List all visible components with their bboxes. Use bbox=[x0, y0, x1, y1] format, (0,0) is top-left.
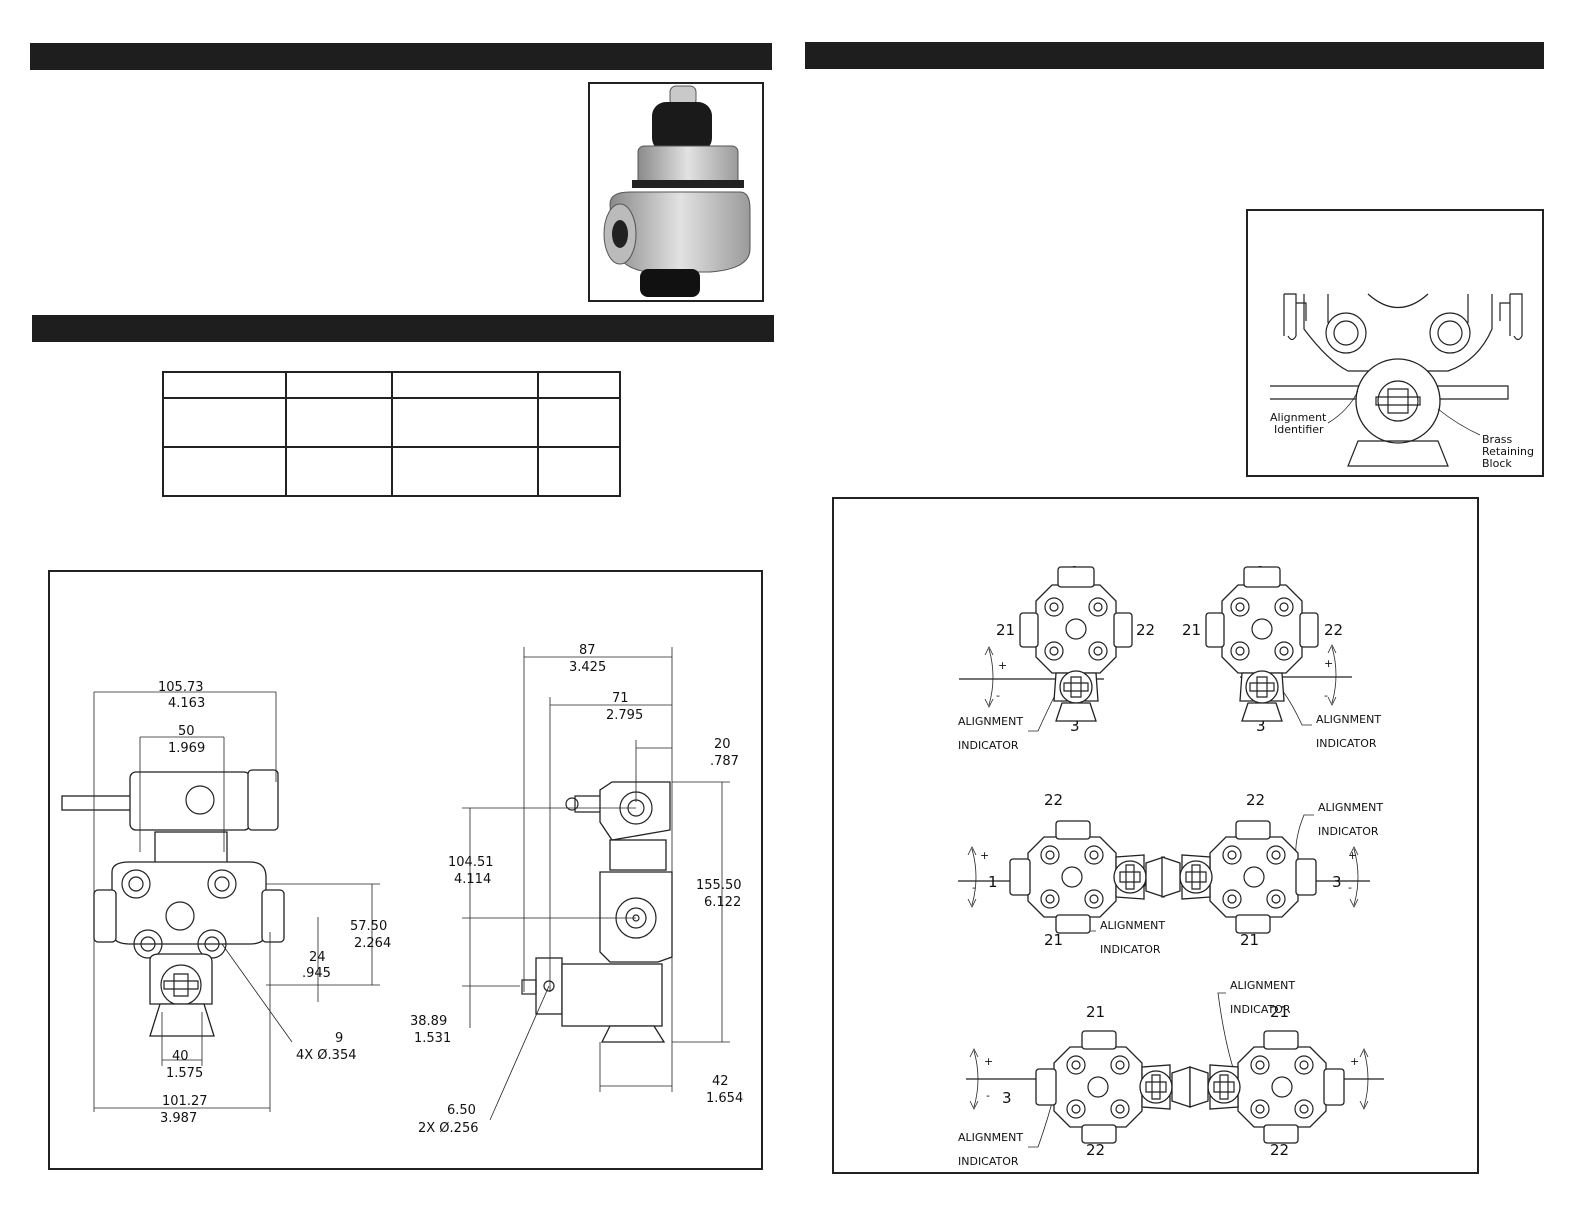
inset-label-retaining: Retaining bbox=[1482, 445, 1534, 458]
dim-50: 50 bbox=[178, 724, 195, 739]
dim-1-531: 1.531 bbox=[414, 1031, 451, 1046]
orientation-indicator-label-4b: INDICATOR bbox=[1318, 825, 1379, 838]
dim-1-575: 1.575 bbox=[166, 1066, 203, 1081]
inset-label-alignment: Alignment bbox=[1270, 411, 1327, 424]
orientation-port-1-22: 22 bbox=[1136, 621, 1155, 639]
dim-42: 42 bbox=[712, 1074, 729, 1089]
orientation-port-4-22: 22 bbox=[1246, 791, 1265, 809]
dim-3-987: 3.987 bbox=[160, 1111, 197, 1126]
orientation-valve-3 bbox=[1009, 820, 1165, 934]
dim-24: 24 bbox=[309, 950, 326, 965]
orientation-indicator-label-1b: INDICATOR bbox=[958, 739, 1019, 752]
orientation-indicator-label-5a: ALIGNMENT bbox=[958, 1131, 1023, 1144]
side-view-drawing bbox=[521, 781, 673, 1043]
dim-2x-256: 2X Ø.256 bbox=[418, 1121, 479, 1136]
orientation-plus-6: + bbox=[1350, 1055, 1359, 1068]
orientation-indicator-label-4a: ALIGNMENT bbox=[1318, 801, 1383, 814]
dim-20: 20 bbox=[714, 737, 731, 752]
orientation-indicator-label-6a: ALIGNMENT bbox=[1230, 979, 1295, 992]
orientation-indicator-label-2b: INDICATOR bbox=[1316, 737, 1377, 750]
dim-6-122: 6.122 bbox=[704, 895, 741, 910]
orientation-port-6-22: 22 bbox=[1270, 1141, 1289, 1159]
orientation-valve-6 bbox=[1189, 1030, 1345, 1144]
orientation-plus-4: + bbox=[1348, 849, 1357, 862]
dim-57-50: 57.50 bbox=[350, 919, 387, 934]
front-view-drawing bbox=[61, 769, 285, 1037]
dim-101-27: 101.27 bbox=[162, 1094, 208, 1109]
orientation-diagram-frame: +-121223ALIGNMENTINDICATOR+-121223ALIGNM… bbox=[832, 497, 1479, 1174]
dim-9: 9 bbox=[335, 1031, 343, 1046]
dim-40: 40 bbox=[172, 1049, 189, 1064]
orientation-port-3-21: 21 bbox=[1044, 931, 1063, 949]
right-section-header-bar bbox=[805, 42, 1544, 69]
orientation-port-3-1: 1 bbox=[988, 873, 998, 891]
orientation-plus-3: + bbox=[980, 849, 989, 862]
orientation-valve-1 bbox=[1019, 566, 1133, 722]
orientation-plus-1: + bbox=[998, 659, 1007, 672]
orientation-minus-5: - bbox=[986, 1089, 990, 1102]
orientation-valve-4 bbox=[1161, 820, 1317, 934]
orientation-indicator-label-3a: ALIGNMENT bbox=[1100, 919, 1165, 932]
orientation-port-4-21: 21 bbox=[1240, 931, 1259, 949]
dim-2-795: 2.795 bbox=[606, 708, 643, 723]
orientation-indicator-label-1a: ALIGNMENT bbox=[958, 715, 1023, 728]
orientation-diagram: +-121223ALIGNMENTINDICATOR+-121223ALIGNM… bbox=[958, 563, 1384, 1168]
side-view-dimensions bbox=[462, 647, 730, 1121]
orientation-port-2-3: 3 bbox=[1256, 717, 1266, 735]
dim-6-50: 6.50 bbox=[447, 1103, 476, 1118]
table-section-header-bar bbox=[32, 315, 774, 342]
dim-2-264: 2.264 bbox=[354, 936, 391, 951]
dimension-drawing: 105.73 4.163 50 1.969 57.50 2.264 24 .94… bbox=[61, 643, 743, 1136]
dim-0-945: .945 bbox=[302, 966, 331, 981]
orientation-port-1-21: 21 bbox=[996, 621, 1015, 639]
dim-1-654: 1.654 bbox=[706, 1091, 743, 1106]
dimension-drawing-frame: 105.73 4.163 50 1.969 57.50 2.264 24 .94… bbox=[48, 570, 763, 1170]
dim-71: 71 bbox=[612, 691, 629, 706]
dim-38-89: 38.89 bbox=[410, 1014, 447, 1029]
orientation-port-4-3: 3 bbox=[1332, 873, 1342, 891]
orientation-port-3-22: 22 bbox=[1044, 791, 1063, 809]
orientation-indicator-label-2a: ALIGNMENT bbox=[1316, 713, 1381, 726]
dim-4-114: 4.114 bbox=[454, 872, 491, 887]
orientation-port-2-21: 21 bbox=[1182, 621, 1201, 639]
dim-3-425: 3.425 bbox=[569, 660, 606, 675]
front-view-dimensions bbox=[93, 691, 380, 1112]
dim-104-51: 104.51 bbox=[448, 855, 494, 870]
orientation-port-2-22: 22 bbox=[1324, 621, 1343, 639]
orientation-cell-1: +-121223ALIGNMENTINDICATOR bbox=[958, 563, 1155, 752]
orientation-minus-3: - bbox=[972, 881, 976, 894]
dim-4x-354: 4X Ø.354 bbox=[296, 1048, 357, 1063]
valve-photo-icon bbox=[603, 85, 751, 297]
orientation-minus-1: - bbox=[996, 689, 1000, 702]
alignment-detail-inset: Alignment Identifier Brass Retaining Blo… bbox=[1246, 209, 1544, 477]
inset-label-identifier: Identifier bbox=[1274, 423, 1324, 436]
inset-label-brass: Brass bbox=[1482, 433, 1513, 446]
orientation-indicator-label-3b: INDICATOR bbox=[1100, 943, 1161, 956]
orientation-valve-5 bbox=[1035, 1030, 1191, 1144]
dim-0-787: .787 bbox=[710, 754, 739, 769]
orientation-port-5-21: 21 bbox=[1086, 1003, 1105, 1021]
product-photo-frame bbox=[588, 82, 764, 302]
orientation-minus-2: - bbox=[1324, 689, 1328, 702]
orientation-cell-3: +-221321ALIGNMENTINDICATOR bbox=[958, 791, 1165, 956]
orientation-port-6-21: 21 bbox=[1270, 1003, 1289, 1021]
orientation-plus-5: + bbox=[984, 1055, 993, 1068]
left-section-header-bar bbox=[30, 43, 772, 70]
orientation-port-1-3: 3 bbox=[1070, 717, 1080, 735]
orientation-port-5-22: 22 bbox=[1086, 1141, 1105, 1159]
orientation-valve-2 bbox=[1205, 566, 1319, 722]
orientation-indicator-label-5b: INDICATOR bbox=[958, 1155, 1019, 1168]
dim-105-73: 105.73 bbox=[158, 680, 204, 695]
dim-87: 87 bbox=[579, 643, 596, 658]
orientation-port-5-3: 3 bbox=[1002, 1089, 1012, 1107]
inset-label-block: Block bbox=[1482, 457, 1512, 470]
orientation-indicator-label-6b: INDICATOR bbox=[1230, 1003, 1291, 1016]
orientation-minus-4: - bbox=[1348, 881, 1352, 894]
dim-155-50: 155.50 bbox=[696, 878, 742, 893]
dim-4-163: 4.163 bbox=[168, 696, 205, 711]
dim-1-969: 1.969 bbox=[168, 741, 205, 756]
spec-table bbox=[162, 371, 621, 497]
orientation-plus-2: + bbox=[1324, 657, 1333, 670]
